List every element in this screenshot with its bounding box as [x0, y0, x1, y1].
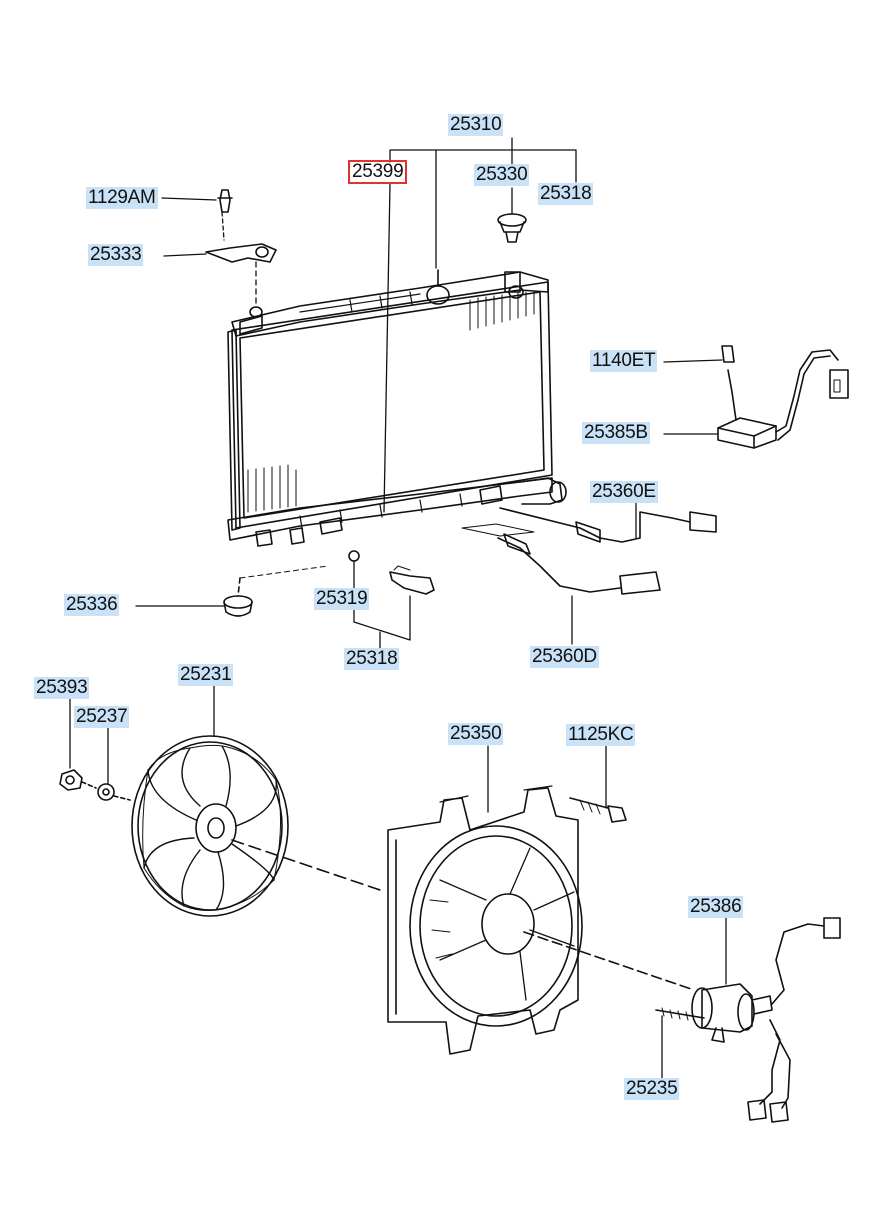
- cooling-fan: [131, 735, 381, 917]
- part-label-25318-top[interactable]: 25318: [538, 183, 594, 205]
- fan-nut-and-washer: [59, 769, 131, 801]
- drain-plug: [348, 550, 435, 595]
- part-label-25399-selected[interactable]: 25399: [348, 160, 408, 184]
- part-label-25386[interactable]: 25386: [688, 896, 744, 918]
- mounting-bracket: [205, 189, 277, 263]
- part-label-1140ET[interactable]: 1140ET: [590, 350, 658, 372]
- shroud-bolt: [569, 797, 627, 823]
- leader-lines: [69, 137, 727, 1079]
- part-label-25385B[interactable]: 25385B: [582, 422, 650, 444]
- radiator: [227, 269, 567, 547]
- part-label-25336[interactable]: 25336: [64, 594, 120, 616]
- lower-mount: [223, 565, 329, 617]
- fan-shroud: [387, 785, 695, 1055]
- part-label-25237[interactable]: 25237: [74, 706, 130, 728]
- part-label-25319[interactable]: 25319: [314, 588, 370, 610]
- part-label-25360D[interactable]: 25360D: [530, 646, 599, 668]
- part-label-25318-bottom[interactable]: 25318: [344, 648, 400, 670]
- temperature-switch: [717, 345, 849, 449]
- part-label-25231[interactable]: 25231: [178, 664, 234, 686]
- fan-motor: [691, 917, 841, 1123]
- part-label-25360E[interactable]: 25360E: [590, 481, 658, 503]
- part-label-1129AM[interactable]: 1129AM: [86, 187, 158, 209]
- radiator-cap: [497, 213, 527, 243]
- motor-screw: [655, 1007, 705, 1021]
- part-label-25330[interactable]: 25330: [474, 164, 530, 186]
- part-label-25310[interactable]: 25310: [448, 114, 504, 136]
- part-label-25235[interactable]: 25235: [624, 1078, 680, 1100]
- part-label-25333[interactable]: 25333: [88, 244, 144, 266]
- thermo-sensors: [461, 507, 717, 595]
- part-label-1125KC[interactable]: 1125KC: [566, 724, 636, 746]
- part-label-25393[interactable]: 25393: [34, 677, 90, 699]
- part-label-25350[interactable]: 25350: [448, 723, 504, 745]
